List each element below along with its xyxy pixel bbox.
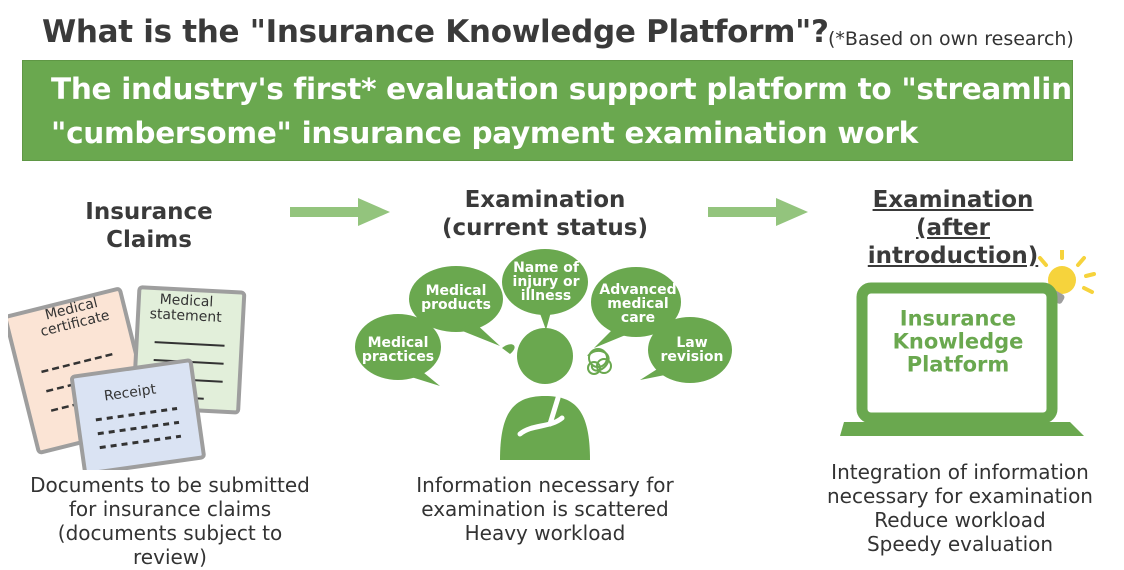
bubble-medical-products-line1: Medical bbox=[425, 283, 487, 299]
bubble-law-revision-line1: Law bbox=[676, 335, 708, 351]
laptop-text-line1: Insurance bbox=[899, 306, 1017, 331]
bubble-law-revision: Law revision bbox=[660, 336, 723, 364]
banner-line-1: The industry's first* evaluation support… bbox=[51, 72, 1107, 106]
claims-caption-line2: for insurance claims bbox=[68, 497, 272, 521]
banner-line-2: "cumbersome" insurance payment examinati… bbox=[51, 116, 918, 150]
claims-caption-line1: Documents to be submitted bbox=[30, 473, 310, 497]
bubble-advanced-care-line2: medical bbox=[607, 296, 669, 312]
after-caption-line2: necessary for examination bbox=[827, 484, 1093, 508]
flow-arrow-1 bbox=[290, 198, 390, 226]
bubble-law-revision-line2: revision bbox=[660, 349, 724, 365]
laptop-text-line2: Knowledge bbox=[892, 329, 1024, 354]
step-claims-heading: Insurance Claims bbox=[85, 199, 213, 253]
laptop-illustration: Insurance Knowledge Platform bbox=[840, 250, 1110, 445]
bubble-advanced-care-line3: care bbox=[620, 310, 656, 326]
bubble-injury-line2: injury or bbox=[512, 274, 580, 290]
bubble-injury-line1: Name of bbox=[513, 260, 579, 276]
headline-banner: The industry's first* evaluation support… bbox=[22, 60, 1107, 161]
current-caption: Information necessary for examination is… bbox=[400, 473, 690, 545]
medical-statement-label: Medical statement bbox=[149, 292, 223, 326]
laptop-text-line3: Platform bbox=[906, 352, 1010, 377]
step-current-heading-line1: Examination bbox=[464, 187, 626, 213]
bubble-advanced-care: Advanced medical care bbox=[599, 283, 676, 325]
step-after-heading-line2: (after introduction) bbox=[867, 215, 1039, 269]
bubble-medical-practices-line2: practices bbox=[361, 349, 435, 365]
scattered-info-illustration: Medical practices Medical products Name … bbox=[350, 248, 740, 460]
step-after-heading-line1: Examination bbox=[872, 187, 1034, 213]
laptop-screen-text: Insurance Knowledge Platform bbox=[892, 306, 1024, 377]
bubble-medical-products: Medical products bbox=[421, 284, 491, 312]
flow-arrow-2 bbox=[708, 198, 808, 226]
bubble-injury-illness: Name of injury or illness bbox=[513, 261, 580, 303]
page-title: What is the "Insurance Knowledge Platfor… bbox=[42, 14, 829, 50]
step-after-heading: Examination (after introduction) bbox=[828, 186, 1078, 270]
step-current-heading: Examination (current status) bbox=[430, 186, 660, 242]
bubble-medical-practices-line1: Medical bbox=[367, 335, 429, 351]
step-current-heading-line2: (current status) bbox=[442, 215, 648, 241]
current-caption-line2: examination is scattered bbox=[421, 497, 669, 521]
bubble-advanced-care-line1: Advanced bbox=[599, 282, 677, 298]
after-caption-line1: Integration of information bbox=[831, 460, 1089, 484]
current-caption-line3: Heavy workload bbox=[464, 521, 626, 545]
after-caption: Integration of information necessary for… bbox=[810, 460, 1110, 556]
bubble-medical-practices: Medical practices bbox=[362, 336, 434, 364]
after-caption-line4: Speedy evaluation bbox=[866, 532, 1054, 556]
bubble-medical-products-line2: products bbox=[421, 297, 491, 313]
bubble-injury-line3: illness bbox=[520, 288, 572, 304]
after-caption-line3: Reduce workload bbox=[874, 508, 1046, 532]
claims-caption-line3: (documents subject to review) bbox=[57, 521, 283, 569]
current-caption-line1: Information necessary for bbox=[416, 473, 674, 497]
claim-documents-illustration: Medical certificate Medical statement Re… bbox=[8, 270, 253, 470]
claims-caption: Documents to be submitted for insurance … bbox=[20, 473, 320, 569]
footnote: (*Based on own research) bbox=[828, 28, 1074, 50]
